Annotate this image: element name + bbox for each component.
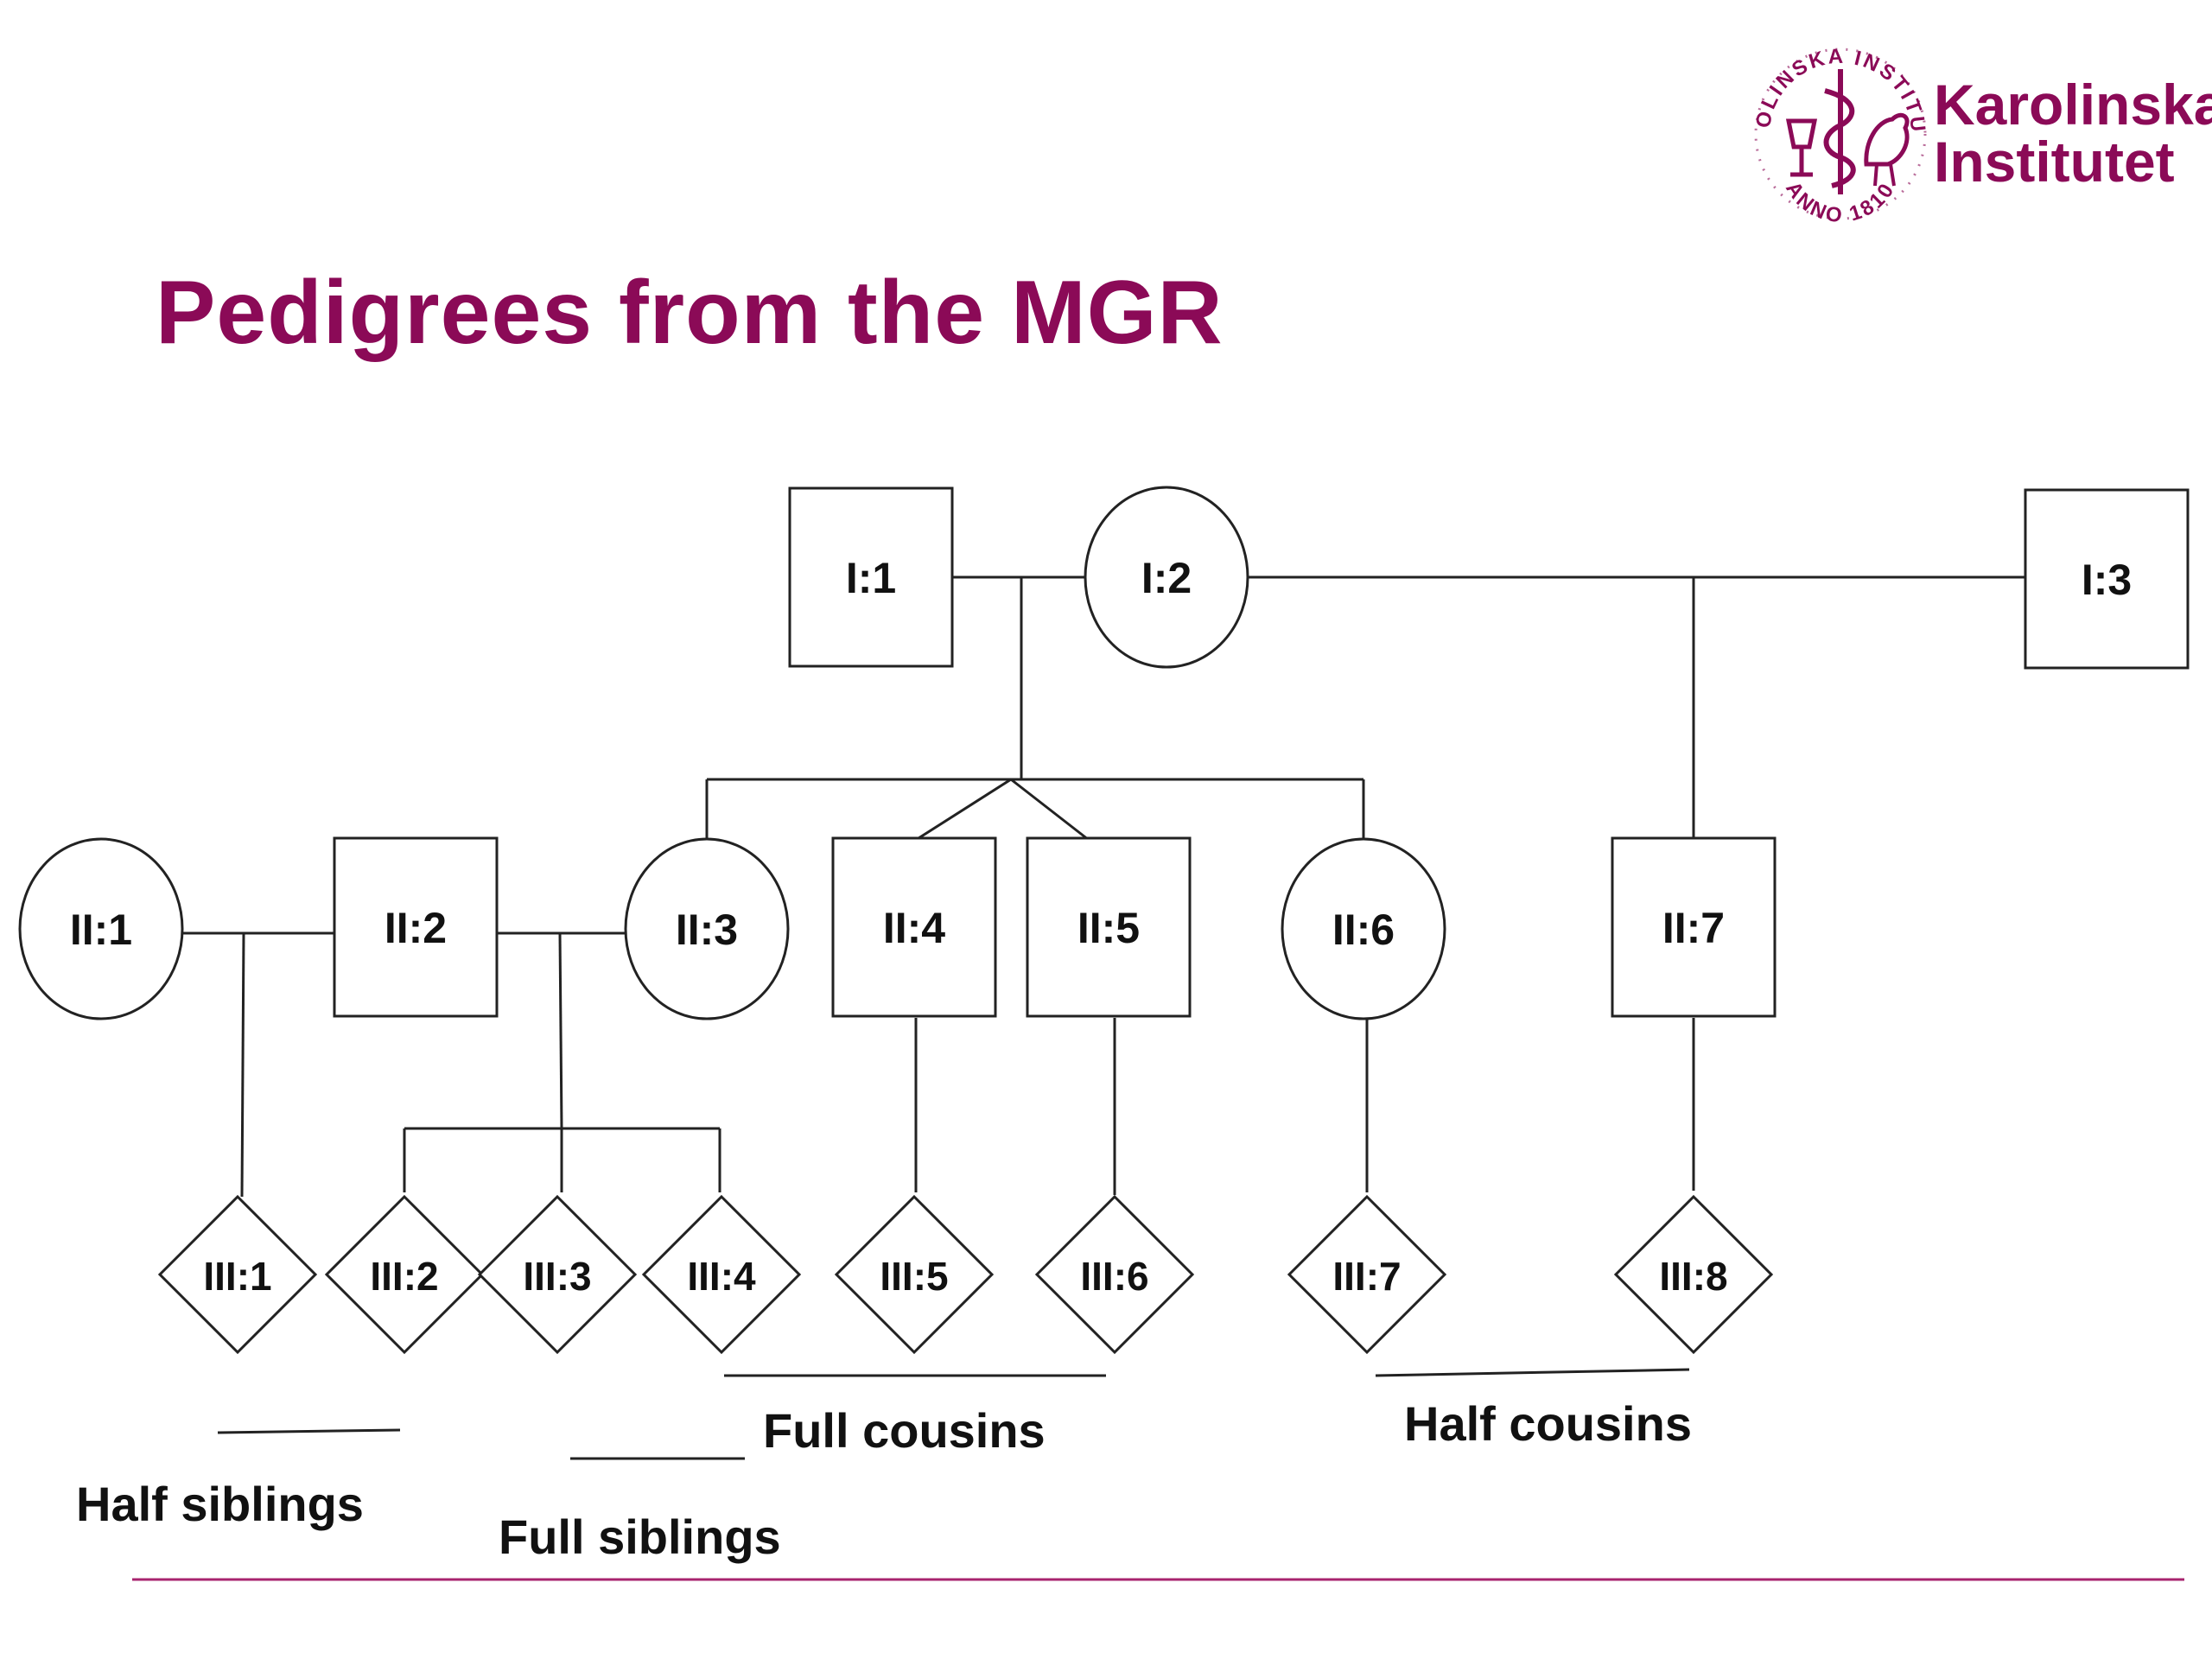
individual-iii-4: III:4 xyxy=(641,1194,802,1355)
square-symbol xyxy=(1611,836,1777,1018)
individual-ii-6: II:6 xyxy=(1281,837,1446,1020)
square-symbol xyxy=(2024,488,2190,670)
circle-symbol xyxy=(18,837,184,1020)
logo-line-2: Institutet xyxy=(1934,130,2175,194)
individual-label: I:1 xyxy=(846,554,896,602)
individual-iii-7: III:7 xyxy=(1287,1194,1447,1355)
diamond-symbol xyxy=(1287,1194,1447,1355)
diamond-symbol xyxy=(324,1194,485,1355)
individual-label: II:7 xyxy=(1662,904,1725,952)
individual-label: II:1 xyxy=(70,906,132,954)
diamond-symbol xyxy=(1034,1194,1195,1355)
seal-top-text: KAROLINSKA INSTITUTET xyxy=(0,0,1927,136)
square-symbol xyxy=(1026,836,1192,1018)
diamond-symbol xyxy=(834,1194,995,1355)
individual-ii-2: II:2 xyxy=(333,836,499,1018)
individual-label: II:3 xyxy=(676,906,738,954)
full-cousins-label: Full cousins xyxy=(763,1403,1046,1458)
individual-label: II:2 xyxy=(385,904,447,952)
individual-iii-1: III:1 xyxy=(157,1194,318,1355)
individual-label: II:6 xyxy=(1332,906,1395,954)
individual-label: III:6 xyxy=(1080,1254,1148,1299)
slide-title: Pedigrees from the MGR xyxy=(156,263,1224,363)
full-siblings-label: Full siblings xyxy=(499,1510,781,1564)
individual-label: I:2 xyxy=(1141,554,1192,602)
descent-line-ii2-ii3 xyxy=(558,932,563,1129)
logo-wordmark: Karolinska Institutet xyxy=(1934,76,2212,190)
circle-symbol xyxy=(1084,486,1249,669)
individual-label: III:4 xyxy=(687,1254,756,1299)
individual-i-2: I:2 xyxy=(1084,486,1249,669)
descent-line-ii1-ii2 xyxy=(240,932,245,1198)
individual-ii-7: II:7 xyxy=(1611,836,1777,1018)
square-symbol xyxy=(831,836,997,1018)
individual-label: II:4 xyxy=(883,904,945,952)
individual-label: II:5 xyxy=(1077,904,1140,952)
individual-label: III:3 xyxy=(523,1254,591,1299)
individual-label: III:8 xyxy=(1659,1254,1727,1299)
relationship-labels: Half siblings Full siblings Full cousins… xyxy=(76,1396,1692,1564)
individual-i-3: I:3 xyxy=(2024,488,2190,670)
circle-symbol xyxy=(1281,837,1446,1020)
square-symbol xyxy=(788,486,954,668)
half-cousins-label: Half cousins xyxy=(1404,1396,1692,1451)
individual-label: III:5 xyxy=(880,1254,948,1299)
twin-line-ii5 xyxy=(1010,778,1090,842)
individual-label: III:1 xyxy=(203,1254,271,1299)
square-symbol xyxy=(333,836,499,1018)
individual-ii-1: II:1 xyxy=(18,837,184,1020)
individual-iii-3: III:3 xyxy=(477,1194,638,1355)
relationship-annotations xyxy=(217,1368,1690,1460)
individual-iii-6: III:6 xyxy=(1034,1194,1195,1355)
karolinska-seal-logo: KAROLINSKA INSTITUTET ANNO 1810 xyxy=(0,0,1929,227)
diamond-symbol xyxy=(1613,1194,1774,1355)
individual-iii-2: III:2 xyxy=(324,1194,485,1355)
individual-label: III:2 xyxy=(370,1254,438,1299)
individual-ii-4: II:4 xyxy=(831,836,997,1018)
diamond-symbol xyxy=(157,1194,318,1355)
circle-symbol xyxy=(624,837,790,1020)
half-siblings-underline xyxy=(217,1428,401,1434)
individual-iii-5: III:5 xyxy=(834,1194,995,1355)
half-siblings-label: Half siblings xyxy=(76,1477,364,1531)
half-cousins-underline xyxy=(1375,1368,1690,1377)
diamond-symbol xyxy=(477,1194,638,1355)
svg-text:KAROLINSKA INSTITUTET: KAROLINSKA INSTITUTET xyxy=(0,0,1929,136)
twin-line-ii4 xyxy=(915,778,1012,842)
individual-i-1: I:1 xyxy=(788,486,954,668)
individual-ii-5: II:5 xyxy=(1026,836,1192,1018)
individual-label: III:7 xyxy=(1332,1254,1401,1299)
diamond-symbol xyxy=(641,1194,802,1355)
pedigree-individuals: I:1 I:2 I:3II:1 II:2 II:3 II:4 II:5 II:6 II:7III… xyxy=(18,486,2190,1355)
individual-label: I:3 xyxy=(2082,556,2132,604)
pedigree-connections xyxy=(183,575,2024,1198)
individual-ii-3: II:3 xyxy=(624,837,790,1020)
individual-iii-8: III:8 xyxy=(1613,1194,1774,1355)
logo-line-1: Karolinska xyxy=(1934,73,2212,137)
